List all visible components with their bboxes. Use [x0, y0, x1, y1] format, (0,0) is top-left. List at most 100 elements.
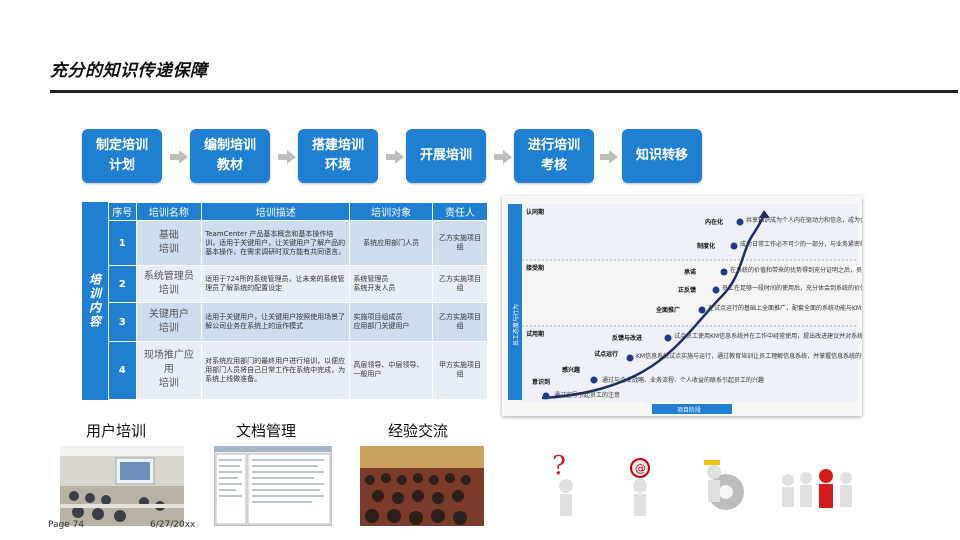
yaxis-bar [508, 204, 522, 400]
stage-note: 通过宣导引起员工的注意 [554, 391, 620, 399]
band-label: 试用期 [526, 330, 544, 338]
caption-experience-exchange: 经验交流 [388, 422, 449, 440]
header-audience: 培训对象 [349, 201, 433, 222]
step-label: 制定培训 计划 [95, 138, 148, 173]
row-name: 基础 培训 [135, 220, 203, 267]
curve-arrowhead [759, 210, 770, 218]
footer-date: 6/27/20xx [150, 520, 196, 530]
stage-note: 成为日常工作必不可少的一部分，与业务紧密结合，与绩效管理紧密结合 [740, 240, 862, 248]
band-background [522, 204, 858, 260]
seminar-illustration [360, 446, 484, 526]
teamwork-figures: ? @ [536, 440, 866, 530]
table-side-label: 培训内容 [82, 202, 108, 400]
row-audience: 系统管理员 系统开发人员 [349, 265, 433, 304]
stage-dot [626, 354, 634, 362]
stage-label: 制度化 [697, 242, 715, 250]
title-divider [50, 90, 958, 93]
figures-illustration: ? @ [552, 451, 852, 516]
caption-document-management: 文档管理 [236, 422, 297, 440]
stage-note: 在系统的价值和带来的优势得到充分证明之后，员工对KM充分的承诺 [730, 266, 862, 274]
row-number: 4 [108, 340, 137, 401]
stage-dot [542, 392, 550, 400]
step-assessment: 进行培训 考核 [514, 129, 594, 183]
stage-dot [720, 268, 728, 276]
step-label: 开展培训 [419, 148, 472, 163]
step-label: 搭建培训 环境 [311, 138, 364, 173]
row-audience: 实施项目组成员 应用部门关键用户 [349, 302, 433, 342]
step-conduct: 开展培训 [406, 129, 486, 183]
stage-label: 全面推广 [655, 306, 680, 314]
band-background [522, 326, 858, 402]
arrow-right-icon [278, 150, 296, 164]
stage-dot [736, 218, 744, 226]
training-table: 序号 培训名称 培训描述 培训对象 责任人 1 基础 培训 TeamCenter… [108, 201, 489, 401]
stage-label: 正反馈 [678, 286, 696, 294]
row-desc: 对系统应用部门的最终用户进行培训，以便应用部门人员将自己日常工作在系统中完成，为… [201, 340, 351, 401]
row-audience: 系统应用部门人员 [349, 220, 433, 267]
row-desc: TeamCenter 产品基本概念和基本操作培训，适用于关键用户，让关键用户了解… [201, 220, 351, 267]
table-row: 3 关键用户 培训 适用于关键用户，让关键用户按照使用场景了解公司业务在系统上的… [108, 302, 489, 342]
svg-text:@: @ [635, 462, 646, 475]
stage-label: 感兴趣 [562, 366, 581, 374]
row-desc: 适用于关键用户，让关键用户按照使用场景了解公司业务在系统上的运作模式 [201, 302, 351, 342]
table-row: 4 现场推广应用 培训 对系统应用部门的最终用户进行培训，以便应用部门人员将自己… [108, 340, 489, 401]
row-desc: 适用于724所的系统管理员，让未来的系统管理员了解系统的配置设定 [201, 265, 351, 304]
stage-label: 试点运行 [594, 350, 618, 358]
training-room-photo [60, 446, 184, 526]
document-screenshot [213, 445, 333, 527]
page-title: 充分的知识传递保障 [50, 61, 208, 81]
step-plan: 制定培训 计划 [82, 129, 162, 183]
header-owner: 责任人 [431, 201, 489, 222]
stage-dot [730, 242, 738, 250]
yaxis-label: 员工态度与行为 [512, 304, 520, 346]
row-number: 1 [108, 220, 137, 267]
adoption-curve [541, 215, 765, 400]
stage-dot [698, 306, 706, 314]
row-audience: 高层领导、中层领导、一般用户 [349, 340, 433, 401]
gear-icon [704, 460, 744, 510]
adoption-curve-svg: 员工态度与行为 项目阶段 认同期 接受期 试用期 内在化 共享知识成为个人内在驱… [508, 204, 960, 414]
stage-note: 通过与企业战略、业务流程、个人收益的联系引起员工的兴趣 [602, 376, 764, 384]
stage-note: 在试点运行的基础上全面推广，配套全面的系统功能与KM流程教育培训，全部实施完毕并… [708, 304, 862, 312]
row-owner: 乙方实施项目组 [431, 302, 489, 342]
caption-user-training: 用户培训 [86, 422, 147, 440]
table-row: 1 基础 培训 TeamCenter 产品基本概念和基本操作培训，适用于关键用户… [108, 220, 489, 267]
header-no: 序号 [108, 201, 137, 222]
arrow-right-icon [170, 150, 188, 164]
stage-note: 共享知识成为个人内在驱动力和信念，成为企业文化的一部分 [746, 216, 862, 224]
arrow-right-icon [600, 150, 618, 164]
step-materials: 编制培训 教材 [190, 129, 270, 183]
stage-label: 反馈与改进 [612, 334, 642, 342]
seminar-photo [360, 446, 484, 526]
header-desc: 培训描述 [201, 201, 351, 222]
row-owner: 乙方实施项目组 [431, 220, 489, 267]
xaxis-label: 项目阶段 [677, 406, 701, 414]
row-name: 现场推广应用 培训 [135, 340, 203, 401]
step-environment: 搭建培训 环境 [298, 129, 378, 183]
arrow-right-icon [386, 150, 404, 164]
band-label: 认同期 [526, 208, 544, 216]
band-label: 接受期 [525, 264, 544, 272]
svg-text:?: ? [552, 451, 566, 481]
arrow-right-icon [494, 150, 512, 164]
step-label: 编制培训 教材 [203, 138, 256, 173]
row-owner: 甲方实施项目组 [431, 340, 489, 401]
page-number: Page 74 [48, 520, 85, 530]
stage-dot [590, 376, 598, 384]
step-label: 进行培训 考核 [527, 138, 580, 173]
question-icon: ? [552, 451, 573, 516]
team-icon [782, 469, 852, 508]
stage-label: 承诺 [684, 268, 696, 276]
row-name: 系统管理员 培训 [135, 265, 203, 304]
stage-dot [712, 286, 720, 294]
adoption-curve-diagram: 员工态度与行为 项目阶段 认同期 接受期 试用期 内在化 共享知识成为个人内在驱… [502, 196, 960, 416]
stage-note: 试点员工使用KM信息系统并在工作中经常使用，提出改进建议并对系统进行改进 [674, 332, 862, 340]
step-label: 知识转移 [635, 148, 688, 163]
row-name: 关键用户 培训 [135, 302, 203, 342]
step-transfer: 知识转移 [622, 129, 702, 183]
stage-label: 内在化 [705, 218, 723, 226]
stage-note: KM信息系统试点实施与运行，通过教育培训让员工理解信息系统，并掌握信息系统的使用… [636, 352, 862, 360]
stage-note: 员工在足够一段时间的使用后，充分体会到系统的价值，与业务、各利益主体相互促进 [722, 284, 862, 292]
row-owner: 乙方实施项目组 [431, 265, 489, 304]
band-background [522, 260, 858, 326]
